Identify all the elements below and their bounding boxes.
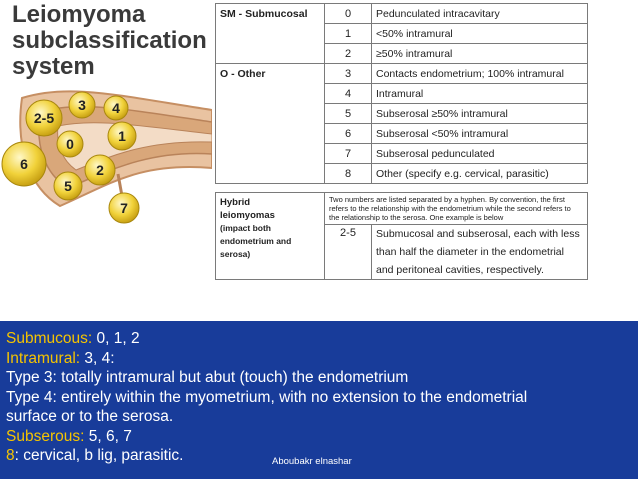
type-description: ≥50% intramural [371, 43, 588, 64]
table-row: O - Other 3 Contacts endometrium; 100% i… [215, 63, 588, 84]
fibroid-label-7: 7 [120, 200, 128, 216]
intramural-value: 3, 4: [80, 349, 115, 367]
type-number: 4 [324, 83, 372, 104]
hybrid-note: Two numbers are listed separated by a hy… [324, 192, 588, 225]
table-row: 8 Other (specify e.g. cervical, parasiti… [215, 163, 588, 184]
type-number: 3 [324, 63, 372, 84]
type-number: 1 [324, 23, 372, 44]
title-line-3: system [12, 53, 95, 80]
fibroid-3 [68, 91, 96, 119]
summary-panel: Submucous: 0, 1, 2 Intramural: 3, 4: Typ… [0, 321, 638, 479]
type8-label: 8 [6, 447, 15, 464]
slide-title: Leiomyoma subclassification system [12, 2, 212, 80]
fibroid-5 [53, 171, 83, 201]
fibroid-2 [84, 154, 116, 186]
group-label-submucosal: SM - Submucosal [215, 3, 325, 24]
submucous-line: Submucous: 0, 1, 2 [6, 329, 634, 349]
subserous-line: Subserous: 5, 6, 7 [6, 427, 634, 447]
fibroid-label-3: 3 [78, 97, 86, 113]
table-row: SM - Submucosal 0 Pedunculated intracavi… [215, 3, 588, 24]
classification-table: SM - Submucosal 0 Pedunculated intracavi… [215, 3, 588, 280]
fibroid-7 [108, 192, 140, 224]
type8-line: 8: cervical, b lig, parasitic. [6, 446, 634, 466]
type-description: Submucosal and subserosal, each with les… [371, 224, 588, 280]
type-description: Subserosal <50% intramural [371, 123, 588, 144]
fibroid-6 [1, 141, 47, 187]
subserous-value: 5, 6, 7 [84, 427, 132, 445]
table-row: 4 Intramural [215, 83, 588, 104]
table-row: Hybrid leiomyomas (impact both endometri… [215, 192, 588, 280]
fibroid-label-0: 0 [66, 136, 74, 152]
intramural-label: Intramural: [6, 349, 81, 367]
table-row: 5 Subserosal ≥50% intramural [215, 103, 588, 124]
fibroid-label-6: 6 [20, 156, 28, 172]
type8-value: : cervical, b lig, parasitic. [14, 447, 184, 464]
fibroid-label-2: 2 [96, 162, 104, 178]
intramural-line: Intramural: 3, 4: [6, 349, 634, 369]
table-row: 2-5 Submucosal and subserosal, each with… [216, 224, 588, 280]
type-number: 5 [324, 103, 372, 124]
type-description: Intramural [371, 83, 588, 104]
fibroid-label-2-5: 2-5 [34, 110, 54, 126]
type-description: Other (specify e.g. cervical, parasitic) [371, 163, 588, 184]
type-number: 2 [324, 43, 372, 64]
type-description: Subserosal ≥50% intramural [371, 103, 588, 124]
type-number: 2-5 [324, 224, 372, 280]
title-line-2: subclassification [12, 27, 207, 54]
group-label-other: O - Other [215, 63, 325, 84]
table-row: 1 <50% intramural [215, 23, 588, 44]
table-spacer [215, 183, 588, 193]
submucous-label: Submucous: [6, 330, 93, 347]
type3-line: Type 3: totally intramural but abut (tou… [6, 369, 409, 386]
type4-line-2: surface or to the serosa. [6, 408, 174, 425]
type-number: 6 [324, 123, 372, 144]
submucous-value: 0, 1, 2 [92, 330, 140, 347]
fibroid-2-5 [25, 99, 63, 137]
type-description: Contacts endometrium; 100% intramural [371, 63, 588, 84]
fibroid-4 [103, 95, 129, 121]
table-row: 2 ≥50% intramural [215, 43, 588, 64]
table-row: 6 Subserosal <50% intramural [215, 123, 588, 144]
group-label-hybrid: Hybrid leiomyomas (impact both endometri… [215, 192, 325, 280]
type-number: 0 [324, 3, 372, 24]
table-row: 7 Subserosal pedunculated [215, 143, 588, 164]
type-number: 7 [324, 143, 372, 164]
fibroid-label-5: 5 [64, 178, 72, 194]
title-line-1: Leiomyoma [12, 1, 146, 28]
uterus-fibroid-diagram: 2-5 3 4 0 1 6 2 5 7 [1, 90, 212, 224]
fibroid-1 [107, 121, 137, 151]
type-number: 8 [324, 163, 372, 184]
type-description: Pedunculated intracavitary [371, 3, 588, 24]
fibroid-label-1: 1 [118, 128, 126, 144]
subserous-label: Subserous: [6, 427, 85, 445]
type-description: Subserosal pedunculated [371, 143, 588, 164]
author-credit: Aboubakr elnashar [272, 456, 352, 467]
type-description: <50% intramural [371, 23, 588, 44]
type4-line-1: Type 4: entirely within the myometrium, … [6, 388, 528, 406]
fibroid-label-4: 4 [112, 100, 120, 116]
fibroid-0 [56, 130, 84, 158]
